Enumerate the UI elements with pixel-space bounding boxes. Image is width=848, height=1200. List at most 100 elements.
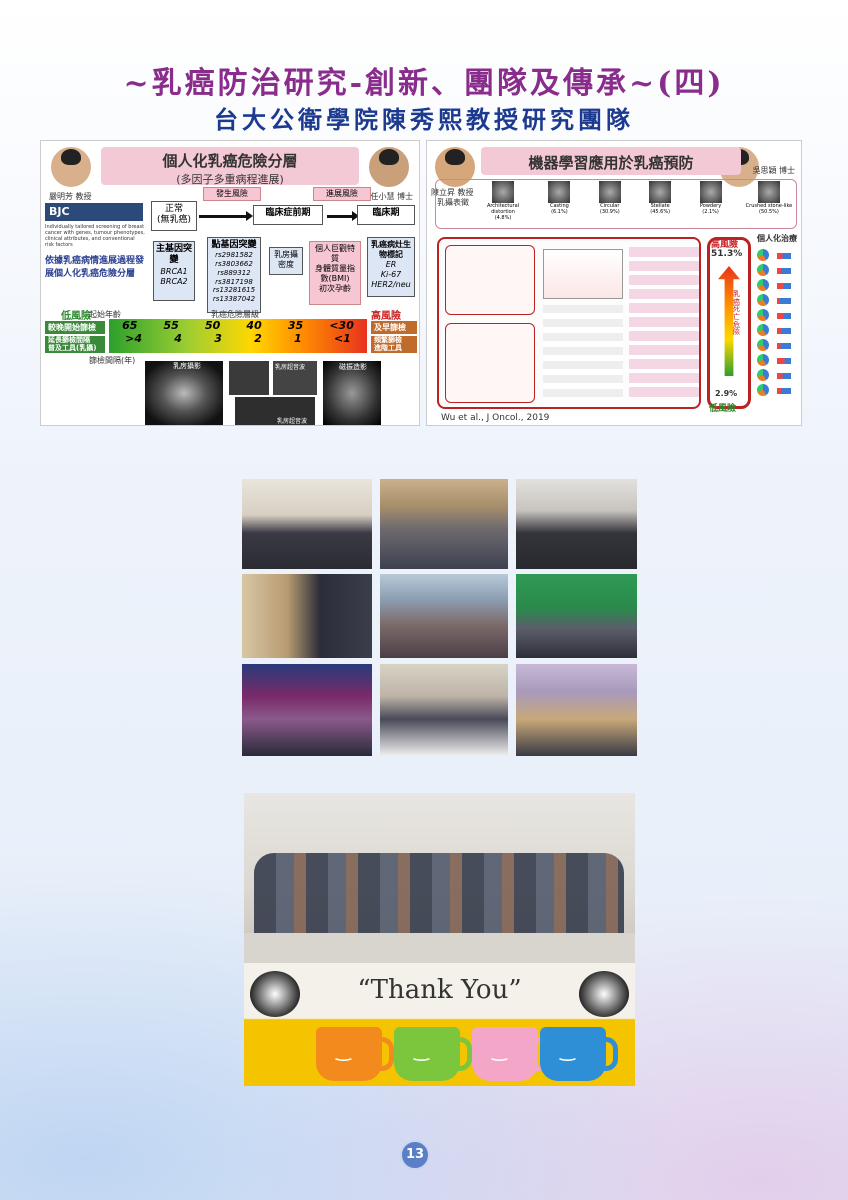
- ultrasound-image-2: [273, 361, 317, 395]
- photo-masked-group: [516, 574, 637, 658]
- low-risk-value: 2.9%: [715, 389, 738, 398]
- ultrasound-image-1: [229, 361, 269, 395]
- feature-list: Architectural distortion (4.8%) Casting …: [477, 181, 797, 227]
- pink-mug-icon: ‿: [472, 1027, 550, 1081]
- img-us2-label: 乳房超音波: [277, 418, 308, 425]
- ml-feature-column: [543, 305, 623, 401]
- mini-bar: [777, 388, 791, 394]
- mini-bar: [777, 358, 791, 364]
- pie-chart-icon: [757, 369, 769, 381]
- journal-text: Individually tailored screening of breas…: [45, 224, 145, 248]
- feature-thumbnail: [548, 181, 571, 203]
- team-photo: [244, 793, 635, 963]
- feature-item: Powdery (2.1%): [691, 181, 731, 227]
- photo-stage-group: [242, 664, 372, 756]
- img-ultrasound-label: 乳房超音波: [275, 364, 306, 371]
- risk-stratification-slide: 嚴明芳 教授 任小慧 博士 個人化乳癌危險分層 (多因子多重病程進展) BJC …: [40, 140, 420, 426]
- stage-onset-label: 發生風險: [203, 187, 261, 201]
- feature-item: Crushed stone-like (50.5%): [741, 181, 797, 227]
- mini-bar: [777, 313, 791, 319]
- feature-item: Stellate (45.6%): [640, 181, 680, 227]
- feature-thumbnail: [598, 181, 621, 203]
- journal-logo: BJC: [45, 203, 143, 221]
- blue-mug-icon: ‿: [540, 1027, 618, 1081]
- factor-major-gene-title: 主基因突變: [156, 244, 193, 266]
- high-risk-label: 高風險: [711, 240, 739, 250]
- interval-value: 1: [294, 332, 302, 345]
- risk-level-label: 乳癌危險層級: [211, 310, 259, 319]
- factor-density: 乳房攝密度: [269, 247, 303, 275]
- page-title: ~乳癌防治研究-創新、團隊及傳承~(四): [123, 66, 725, 101]
- factor-snp-title: 點基因突變: [211, 240, 257, 250]
- img-mri-label: 磁振造影: [339, 363, 367, 371]
- statement-text: 依據乳癌病情進展過程發展個人化乳癌危險分層: [45, 256, 145, 279]
- presenter-left-name: 嚴明芳 教授: [49, 192, 92, 201]
- pie-chart-icon: [757, 294, 769, 306]
- ml-model-box: [445, 245, 535, 315]
- page-subtitle: 台大公衛學院陳秀熙教授研究團隊: [214, 105, 634, 134]
- mini-bar: [777, 328, 791, 334]
- photo-large-group: [380, 574, 508, 658]
- stage-progress-label: 進展風險: [313, 187, 371, 201]
- mri-image: [323, 361, 381, 425]
- age-value: 35: [287, 319, 304, 332]
- age-value: <30: [329, 319, 354, 332]
- feature-pct: (30.9%): [599, 209, 620, 215]
- img-mammo-label: 乳房攝影: [173, 362, 201, 370]
- interval-value: 3: [214, 332, 222, 345]
- photo-lecture: [242, 479, 372, 569]
- presenter-left-name: 陳立昇 教授: [431, 188, 474, 197]
- factor-snp-items: rs2981582 rs3803662 rs889312 rs3817198 r…: [212, 251, 256, 303]
- pie-chart-icon: [757, 324, 769, 336]
- factor-biomarker-items: ER Ki-67 HER2/neu: [371, 260, 411, 289]
- feature-name: Architectural distortion: [486, 203, 520, 215]
- age-value: 40: [246, 319, 262, 332]
- feature-pct: (50.5%): [759, 209, 779, 215]
- mini-bar: [777, 283, 791, 289]
- feature-name: Crushed stone-like: [745, 203, 793, 209]
- mini-bar: [777, 343, 791, 349]
- feature-pct: (45.6%): [650, 209, 671, 215]
- slide-heading: 機器學習應用於乳癌預防: [528, 154, 694, 172]
- photo-team-standing: [516, 479, 637, 569]
- feature-item: Circular (30.9%): [590, 181, 630, 227]
- meeting-table: [244, 933, 635, 963]
- frequent-tag: 頻繁篩檢 進階工具: [371, 336, 417, 354]
- pie-chart-icon: [757, 384, 769, 396]
- thank-you-composite: “Thank You” ‿ ‿ ‿ ‿: [244, 793, 635, 1086]
- interval-value: >4: [125, 332, 142, 345]
- factor-major-gene: 主基因突變 BRCA1 BRCA2: [153, 241, 195, 301]
- bw-mug-icon-left: [250, 971, 300, 1017]
- gauge-label: 乳癌死亡危險: [733, 290, 740, 337]
- feature-name: Casting: [549, 203, 569, 209]
- photo-award: [242, 574, 372, 658]
- pie-chart-icon: [757, 249, 769, 261]
- feature-name: Powdery: [699, 203, 722, 209]
- mini-bar: [777, 268, 791, 274]
- state-preclinical: 臨床症前期: [253, 205, 323, 225]
- high-risk-label: 高風險: [371, 311, 401, 322]
- risk-gauge-frame: [707, 237, 751, 409]
- factor-snp: 點基因突變 rs2981582 rs3803662 rs889312 rs381…: [207, 237, 261, 313]
- photo-classroom: [380, 664, 508, 756]
- longer-interval-tag: 延長篩檢間隔 普及工具(乳攝): [45, 336, 105, 354]
- feature-name: Circular: [600, 203, 620, 209]
- slide-subheading: (多因子多重病程進展): [176, 173, 284, 186]
- orange-mug-icon: ‿: [316, 1027, 394, 1081]
- start-age-label: 起始年齡: [89, 310, 121, 319]
- feature-pct: (2.1%): [702, 209, 719, 215]
- age-value: 55: [163, 319, 179, 332]
- page-number: 13: [400, 1140, 430, 1170]
- arrow-onset: [199, 211, 253, 221]
- earlier-start-tag: 及早篩檢: [371, 321, 417, 334]
- bw-mug-icon-right: [579, 971, 629, 1017]
- presenter-right-name: 吳思穎 博士: [752, 166, 795, 175]
- personal-treatment-label: 個人化治療: [757, 234, 797, 243]
- arrow-progress: [327, 211, 359, 221]
- slide-heading-box: 機器學習應用於乳癌預防: [481, 147, 741, 175]
- ml-curve-chart: [543, 249, 623, 299]
- interval-axis-label: 篩檢間隔(年): [89, 356, 136, 365]
- feature-thumbnail: [492, 181, 514, 203]
- mini-bar: [777, 253, 791, 259]
- age-value: 50: [204, 319, 221, 332]
